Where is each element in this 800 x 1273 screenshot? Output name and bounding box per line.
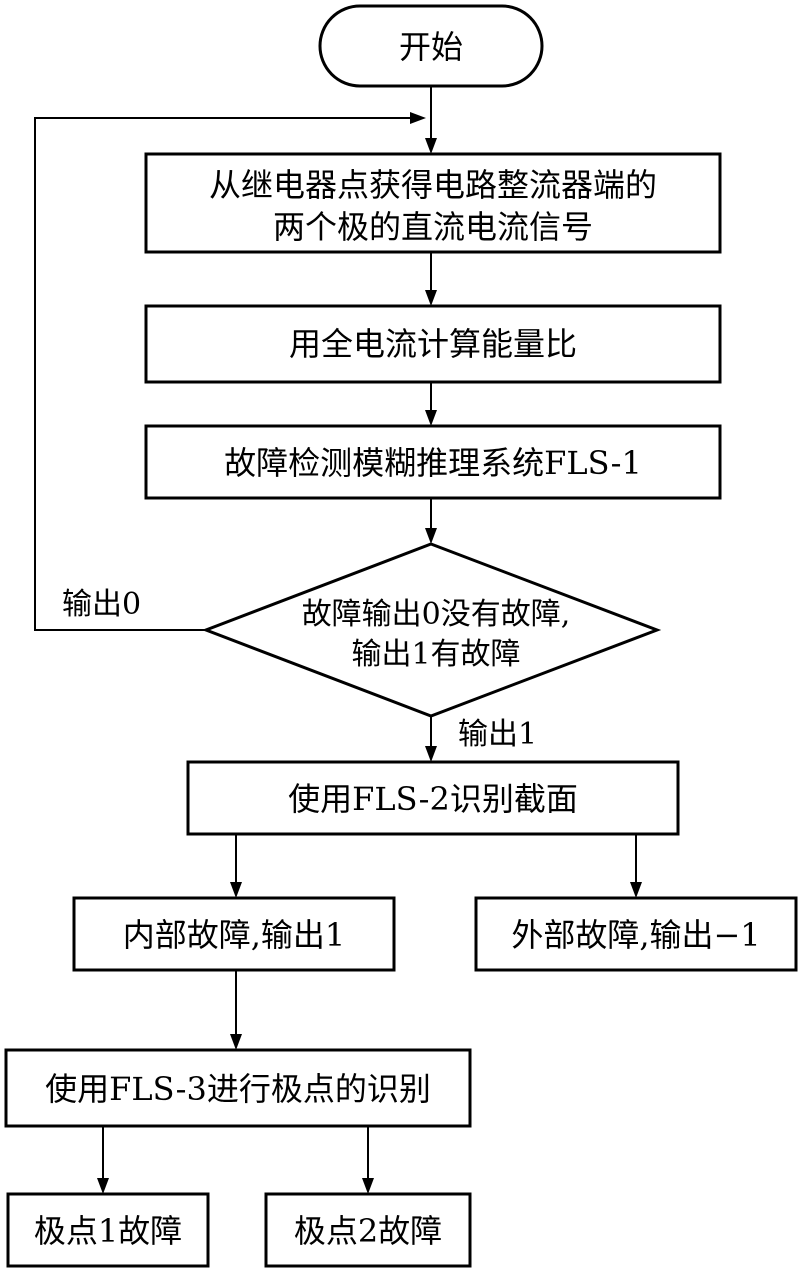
arrowhead (630, 882, 642, 898)
start-label: 开始 (399, 28, 463, 66)
fls1-text: 故障检测模糊推理系统FLS-1 (224, 444, 642, 482)
loop-back-connector (34, 117, 410, 631)
decision-text-line1: 故障输出0没有故障, (302, 597, 571, 632)
arrowhead (425, 746, 437, 762)
arrowhead (425, 290, 437, 306)
decision-text-line2: 输出1有故障 (351, 637, 520, 672)
fls3-text: 使用FLS-3进行极点的识别 (45, 1070, 431, 1108)
acquire-signal-text-line1: 从继电器点获得电路整流器端的 (209, 166, 657, 204)
acquire-signal-text-line2: 两个极的直流电流信号 (273, 208, 593, 246)
fls3-box (4, 1048, 472, 1128)
acquire-signal-box (144, 152, 722, 254)
arrowhead (410, 112, 426, 124)
external-fault-text: 外部故障,输出−1 (511, 916, 760, 954)
external-fault-box (474, 896, 798, 972)
pole2-fault-text: 极点2故障 (294, 1212, 442, 1250)
pole1-fault-text: 极点1故障 (34, 1212, 182, 1250)
edge-label-output1: 输出1 (458, 717, 537, 752)
fls2-box (186, 760, 680, 836)
pole1-fault-box (6, 1192, 210, 1268)
arrowhead (230, 882, 242, 898)
internal-fault-box (72, 896, 396, 972)
energy-ratio-text: 用全电流计算能量比 (289, 325, 577, 363)
internal-fault-text: 内部故障,输出1 (123, 916, 346, 954)
arrowhead (97, 1178, 109, 1194)
arrowhead (425, 410, 437, 426)
arrowhead (230, 1034, 242, 1050)
edge-label-output0: 输出0 (62, 587, 141, 622)
fls1-box (144, 424, 722, 500)
pole2-fault-box (264, 1192, 472, 1268)
energy-ratio-box (144, 304, 722, 384)
arrowhead (425, 138, 437, 154)
fls2-text: 使用FLS-2识别截面 (288, 780, 578, 818)
arrowhead (362, 1178, 374, 1194)
arrowhead (425, 528, 437, 544)
